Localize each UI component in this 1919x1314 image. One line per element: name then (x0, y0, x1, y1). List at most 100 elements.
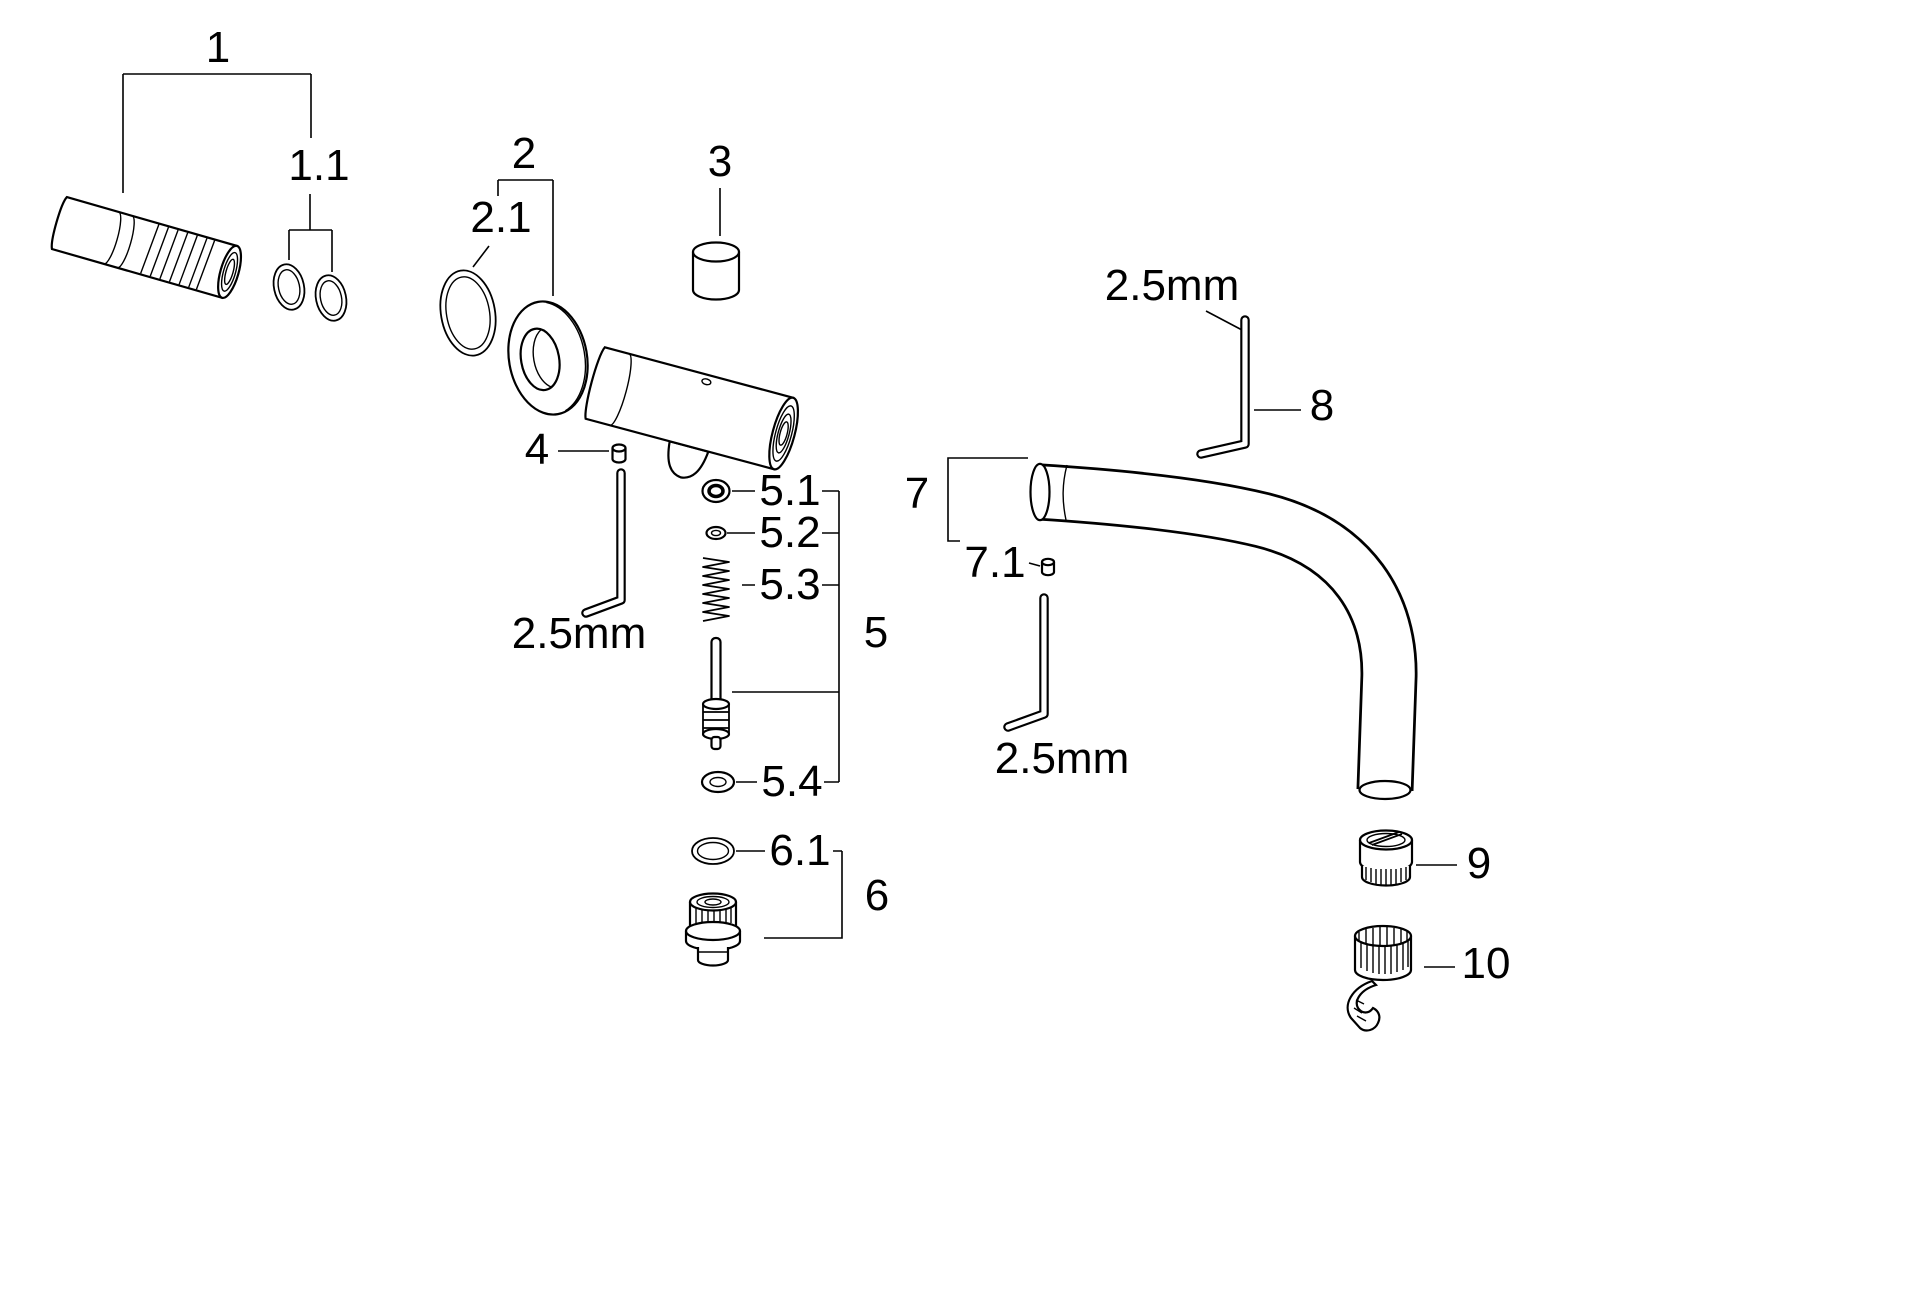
callout-8-label: 8 (1310, 381, 1334, 430)
callout-3-label: 3 (708, 137, 732, 186)
hex-key-left (581, 468, 626, 618)
valve-body-bore-2 (775, 413, 792, 454)
o-ring-a-outer (272, 263, 306, 311)
part-9-aerator (1358, 829, 1414, 887)
part-10-aerator-key (1346, 924, 1413, 1032)
callout-9-label: 9 (1467, 839, 1491, 888)
spout-seam (1062, 464, 1068, 521)
part-10-hook (1346, 979, 1381, 1032)
part-5-1-nut (701, 478, 731, 504)
callout-5-2-label: 5.2 (759, 508, 820, 557)
part-1-union-nipple (50, 195, 243, 300)
valve-body-bore-3 (778, 421, 789, 446)
o-ring-b-outer (314, 274, 348, 322)
valve-body-barrel (584, 346, 795, 471)
part-4-top (611, 443, 627, 453)
part-6-1-inner (696, 841, 730, 861)
valve-body (584, 346, 800, 479)
part-8-fill (1198, 317, 1248, 457)
part-3-top-face (691, 241, 741, 263)
callout-1-bracket (122, 73, 312, 193)
part-6-top-ring (696, 895, 730, 909)
callout-7-1-label: 7.1 (964, 538, 1025, 587)
part-3-body (691, 252, 741, 301)
callout-7-1-leader (1028, 562, 1041, 567)
part-5-2-outer (705, 525, 727, 541)
hex-key-mid (1003, 593, 1049, 732)
part-6-1-o-ring (691, 837, 735, 865)
part-2-1-outer (439, 269, 497, 357)
callout-5-1-label: 5.1 (759, 466, 820, 515)
part-7-1-grub-screw (1040, 557, 1056, 577)
part-1-body (50, 195, 239, 300)
part-5-3-spring (702, 557, 730, 622)
part-5-stem-rod (710, 636, 722, 706)
callout-4-label: 4 (525, 425, 549, 474)
callout-2-1-label: 2.1 (470, 193, 531, 242)
part-5-stem-ridges (702, 704, 730, 734)
callout-1-1-label: 1.1 (288, 141, 349, 190)
part-5-stem-tip (710, 735, 722, 751)
hex-key-mid-label: 2.5mm (995, 734, 1129, 783)
part-6-lower-body (696, 947, 730, 967)
o-ring-b (314, 274, 348, 322)
callout-2-bracket (497, 179, 554, 296)
callout-6-1-label: 6.1 (769, 826, 830, 875)
callout-1-1-bracket (288, 194, 333, 272)
spout-wall-end (1029, 462, 1051, 522)
part-3-cap (691, 241, 741, 301)
part-7-spout (1029, 462, 1418, 801)
part-1-seams-threads (103, 211, 216, 290)
valve-body-top-hole (701, 378, 712, 386)
hex-key-right-label: 2.5mm (1105, 261, 1239, 310)
part-9-top-ring (1366, 832, 1406, 848)
valve-body-seam (609, 353, 632, 426)
part-5-1-outer (701, 478, 731, 504)
spout-outlet-end (1358, 779, 1412, 801)
part-10-castellations (1358, 927, 1408, 946)
part-10-body (1353, 936, 1413, 982)
part-2-1-inner (445, 276, 491, 350)
part-5-4-hole (709, 776, 727, 788)
callout-10-label: 10 (1462, 939, 1511, 988)
part-2-1-o-ring (439, 269, 497, 357)
callout-6-label: 6 (865, 871, 889, 920)
callout-5-label: 5 (864, 608, 888, 657)
spout-fill (1038, 466, 1415, 791)
hex-key-left-fill (583, 470, 624, 616)
part-6-1-outer (691, 837, 735, 865)
part-1-end-ring (220, 251, 239, 292)
part-2-depth-edge (546, 301, 587, 412)
part-9-knurl-ribs (1365, 867, 1407, 885)
part-5-stem-collar (701, 697, 731, 711)
part-6-flange-top (684, 920, 742, 942)
part-5-2-washer (705, 525, 727, 541)
valve-body-hub (667, 439, 710, 479)
hex-key-left-label: 2.5mm (512, 609, 646, 658)
part-6-upper-ribs (695, 906, 732, 927)
callout-5-3-label: 5.3 (759, 560, 820, 609)
o-ring-a-inner (277, 269, 301, 305)
hex-key-right-leader (1205, 310, 1243, 331)
part-2-hole (519, 327, 561, 392)
part-4-grub-screw (611, 443, 627, 464)
callout-5-4-label: 5.4 (761, 757, 822, 806)
callout-1-label: 1 (206, 23, 230, 72)
part-1-1-o-rings (272, 263, 348, 322)
part-8-hex-key (1196, 315, 1250, 459)
part-9-slot (1368, 831, 1403, 846)
valve-body-bore-1 (772, 405, 795, 462)
hex-key-mid-fill (1005, 595, 1047, 730)
o-ring-a (272, 263, 306, 311)
part-10-body-ribs (1360, 940, 1409, 974)
callout-2-1-leader (472, 245, 490, 268)
o-ring-b-inner (319, 280, 343, 316)
callout-7-bracket (947, 457, 1028, 542)
part-5-1-bore (707, 483, 725, 499)
part-5-2-hole (710, 529, 722, 537)
part-10-hook-hatch (1353, 999, 1367, 1022)
callout-6-bracket (764, 851, 843, 939)
callout-2-label: 2 (512, 129, 536, 178)
